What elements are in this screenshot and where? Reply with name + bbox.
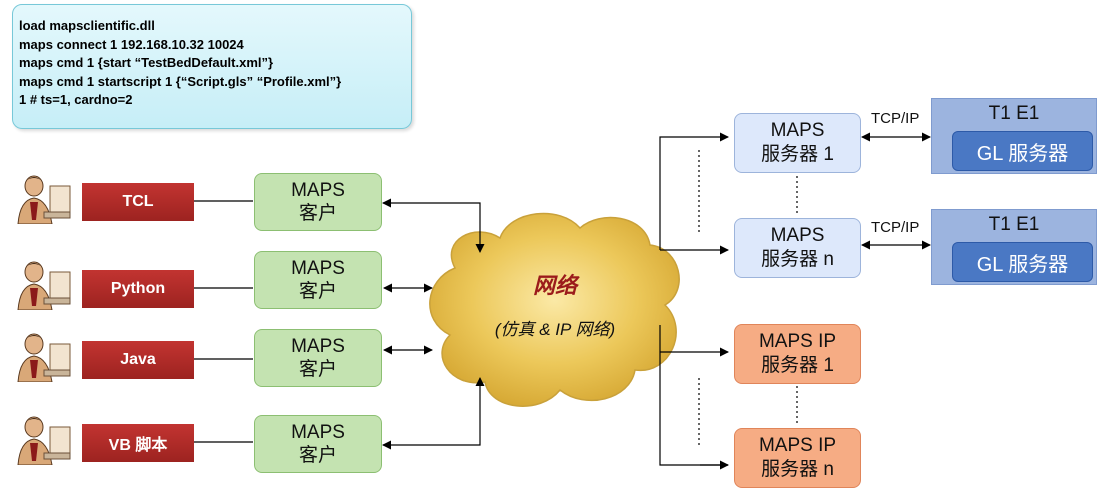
- person-at-computer-icon: [17, 175, 71, 224]
- person-at-computer-icon: [17, 261, 71, 310]
- client-line: MAPS: [291, 422, 345, 443]
- code-line: maps connect 1 192.168.10.32 10024: [19, 36, 244, 52]
- maps-client-box: MAPS 客户: [254, 329, 382, 387]
- maps-ip-server-box: MAPS IP 服务器 n: [734, 428, 861, 488]
- client-line: 客户: [298, 359, 337, 380]
- maps-server-box: MAPS 服务器 n: [734, 218, 861, 278]
- script-code-box: load mapsclientific.dll maps connect 1 1…: [12, 4, 412, 129]
- person-at-computer-icon: [17, 416, 71, 465]
- code-line: 1 # ts=1, cardno=2: [19, 92, 133, 107]
- tcpip-label: TCP/IP: [871, 110, 920, 127]
- t1-e1-box: T1 E1 GL 服务器: [931, 98, 1097, 174]
- server-line: 服务器 n: [761, 249, 834, 270]
- client-tag-tcl: TCL: [82, 183, 194, 221]
- code-line: maps cmd 1 startscript 1 {“Script.gls” “…: [19, 73, 342, 89]
- client-tag-python: Python: [82, 270, 194, 308]
- t1-e1-title: T1 E1: [988, 214, 1040, 235]
- client-line: MAPS: [291, 180, 345, 201]
- client-tag-vb: VB 脚本: [82, 424, 194, 462]
- gl-server-box: GL 服务器: [952, 131, 1093, 171]
- client-line: 客户: [298, 203, 337, 224]
- code-line: maps cmd 1 {start “TestBedDefault.xml”}: [19, 55, 274, 70]
- network-subtitle: (仿真 & IP 网络): [494, 320, 616, 339]
- network-cloud: [429, 212, 680, 407]
- client4-network-link: [382, 377, 485, 450]
- ip-server-line: MAPS IP: [758, 331, 837, 352]
- network-to-servers-link: [659, 132, 729, 250]
- ip-server-line: MAPS IP: [758, 435, 837, 456]
- code-line: load mapsclientific.dll: [19, 18, 155, 33]
- client-line: MAPS: [291, 258, 345, 279]
- network-title: 网络: [532, 273, 577, 298]
- ip-server-line: 服务器 1: [761, 355, 834, 376]
- gl-server-box: GL 服务器: [952, 242, 1093, 282]
- maps-server-box: MAPS 服务器 1: [734, 113, 861, 173]
- t1-e1-box: T1 E1 GL 服务器: [931, 209, 1097, 285]
- server-line: MAPS: [770, 225, 825, 246]
- maps-client-box: MAPS 客户: [254, 173, 382, 231]
- t1-e1-title: T1 E1: [988, 103, 1040, 124]
- person-at-computer-icon: [17, 333, 71, 382]
- client1-network-link: [382, 198, 485, 253]
- ip-server-line: 服务器 n: [761, 459, 834, 480]
- maps-client-box: MAPS 客户: [254, 415, 382, 473]
- server-line: 服务器 1: [761, 144, 834, 165]
- client-tag-java: Java: [82, 341, 194, 379]
- tcpip-label: TCP/IP: [871, 219, 920, 236]
- maps-ip-server-box: MAPS IP 服务器 1: [734, 324, 861, 384]
- maps-client-box: MAPS 客户: [254, 251, 382, 309]
- client-line: 客户: [298, 445, 337, 466]
- server-line: MAPS: [770, 120, 825, 141]
- client-line: MAPS: [291, 336, 345, 357]
- client-line: 客户: [298, 281, 337, 302]
